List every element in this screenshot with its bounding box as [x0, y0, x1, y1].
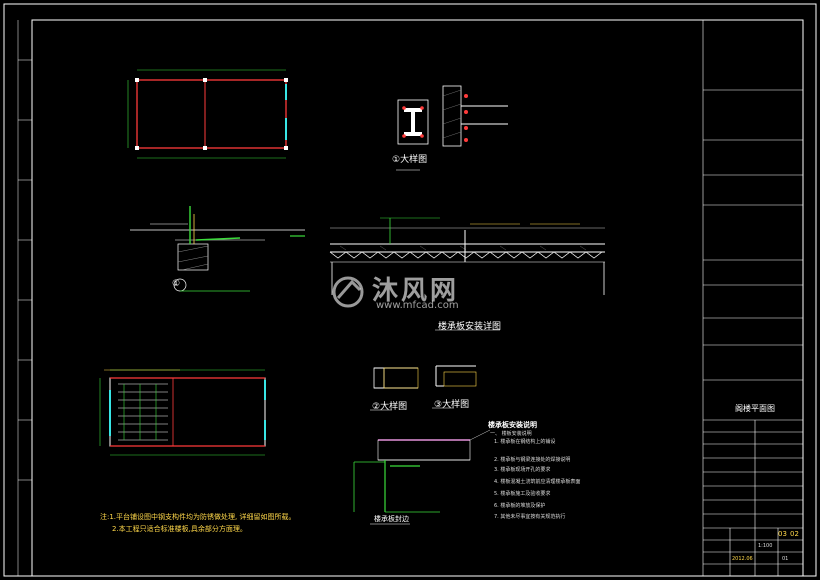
spec-item: 3. 楼承板现场开孔的要求 — [494, 467, 551, 473]
spec-item: 一、 楼板安装说明 — [490, 431, 532, 437]
general-note-line-1: 注:1.平台铺设图中钢支构件均为防锈做处理, 详细留如图所载。 — [100, 513, 296, 521]
general-note-line-2: 2.本工程只适合标准楼板,具余部分方面理。 — [112, 525, 247, 533]
detail-1-label: ①大样图 — [392, 155, 428, 165]
binding-strip-ticks — [18, 59, 32, 481]
drawing-scale: 1:100 — [758, 543, 773, 549]
page-number: 01 — [782, 556, 789, 562]
section-tag: ① — [172, 279, 181, 289]
watermark-logo — [332, 276, 364, 308]
spec-item: 6. 楼承板的堆放及保护 — [494, 503, 546, 509]
sheet-index: 02 — [790, 530, 799, 538]
drawing-title: 阁楼平面图 — [735, 404, 775, 413]
spec-item: 5. 楼承板施工及验收要求 — [494, 491, 551, 497]
detail-1-column — [396, 85, 508, 171]
title-block — [702, 20, 803, 576]
detail-2-label: ②大样图 — [372, 402, 408, 412]
lower-floor-plan — [99, 369, 266, 456]
watermark-brand: 沐风网 — [372, 276, 460, 306]
edge-closure-detail — [353, 429, 491, 525]
spec-title: 楼承板安装说明 — [488, 421, 537, 429]
edge-closure-label: 楼承板封边 — [374, 515, 409, 523]
drawing-number: 03 — [778, 530, 787, 538]
detail-3-label: ③大样图 — [434, 400, 470, 410]
upper-floor-plan — [127, 69, 288, 159]
floor-deck-section — [329, 217, 605, 331]
detail-2-and-3 — [370, 365, 477, 411]
watermark: 沐风网 www.mfcad.com — [328, 270, 498, 312]
deck-section-label: 楼承板安装详图 — [438, 322, 502, 332]
spec-item: 4. 楼板混凝土浇筑前应清理楼承板表面 — [494, 479, 581, 485]
spec-item: 2. 楼承板与钢梁连接处的焊接说明 — [494, 457, 571, 463]
foundation-section — [130, 206, 305, 292]
drawing-date: 2012.06 — [732, 556, 753, 562]
watermark-url: www.mfcad.com — [376, 300, 459, 311]
spec-item: 7. 其他未尽事宜按有关规范执行 — [494, 514, 566, 520]
spec-item: 1. 楼承板在钢结构上的铺设 — [494, 439, 556, 445]
